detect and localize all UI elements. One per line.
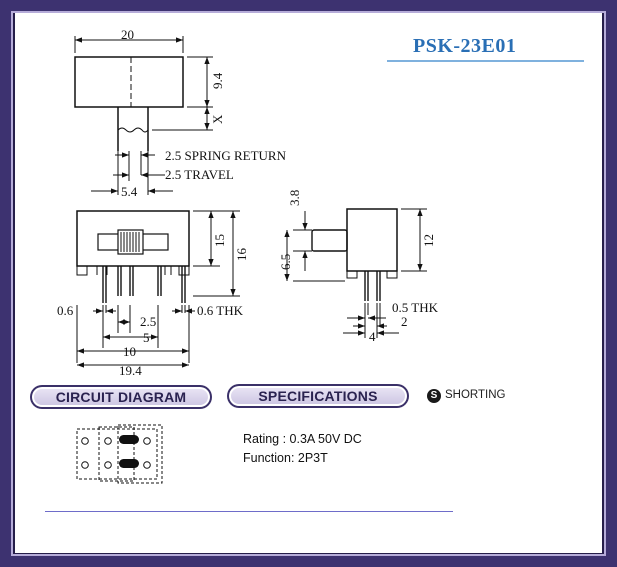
dim-top-width: 20 (121, 27, 134, 42)
dim-side-height: 12 (421, 234, 436, 247)
circuit-diagram (76, 424, 163, 484)
dim-pin-thk-left: 0.6 (57, 303, 74, 318)
dim-pin-10: 10 (123, 344, 136, 359)
datasheet: PSK-23E01 (15, 13, 602, 553)
dim-pin-5: 5 (143, 330, 150, 345)
top-view (74, 36, 213, 195)
dim-height-16: 16 (234, 248, 249, 262)
shorting-symbol: S (430, 390, 438, 401)
dim-lever-height: 3.8 (287, 190, 302, 206)
shorting-label: SHORTING (445, 389, 506, 401)
side-view (284, 208, 427, 338)
title-underline (387, 60, 584, 62)
dim-pin-pitch: 2.5 (140, 314, 156, 329)
dim-x: X (210, 114, 225, 124)
spec-function: Function: 2P3T (243, 451, 328, 465)
front-view (76, 210, 240, 368)
dim-height-15: 15 (212, 234, 227, 247)
dim-base-width: 19.4 (119, 363, 142, 378)
spec-rating: Rating : 0.3A 50V DC (243, 432, 362, 446)
dim-travel: 2.5 TRAVEL (165, 167, 234, 182)
footer-rule (45, 511, 453, 512)
circuit-contacts (119, 435, 139, 468)
dim-spring-return: 2.5 SPRING RETURN (165, 148, 287, 163)
dim-side-6-5: 6.5 (278, 254, 293, 270)
shorting-icon: S (427, 389, 441, 403)
dim-body-height: 9.4 (210, 72, 225, 89)
dim-side-2: 2 (401, 314, 408, 329)
model-title: PSK-23E01 (413, 35, 517, 57)
dim-thk-right: 0.6 THK (197, 303, 244, 318)
circuit-diagram-header: CIRCUIT DIAGRAM (30, 385, 212, 409)
dimension-drawing: 20 9.4 X 2.5 SPRING RETURN 2.5 TRAVEL 5.… (57, 27, 439, 484)
dim-side-thk: 0.5 THK (392, 300, 439, 315)
dim-side-4: 4 (369, 329, 376, 344)
dim-offset: 5.4 (121, 184, 138, 199)
specifications-header: SPECIFICATIONS (227, 384, 409, 408)
